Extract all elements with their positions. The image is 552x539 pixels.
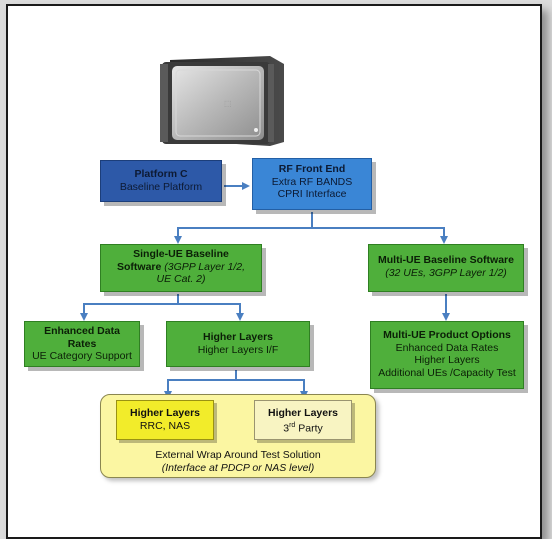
connector-lines	[80, 182, 450, 399]
multi-ue-options-line3: Additional UEs /Capacity Test	[378, 366, 516, 379]
multi-ue-options-box: Multi-UE Product Options Enhanced Data R…	[370, 321, 524, 389]
svg-text:⬚: ⬚	[224, 99, 232, 108]
hardware-chassis-icon: ⬚	[160, 56, 284, 146]
multi-ue-options-line2: Higher Layers	[414, 354, 480, 366]
hl-3rd-title: Higher Layers	[267, 407, 339, 419]
rf-front-end-line2: CPRI Interface	[277, 188, 347, 200]
higher-layers-box: Higher Layers Higher Layers I/F	[166, 321, 310, 367]
multi-ue-options-line1: Enhanced Data Rates	[395, 341, 499, 354]
multi-ue-baseline-box: Multi-UE Baseline Software (32 UEs, 3GPP…	[368, 244, 524, 292]
higher-layers-line: Higher Layers I/F	[197, 343, 279, 356]
higher-layers-title: Higher Layers	[202, 331, 274, 343]
arrow-rf-to-multi-ue	[312, 227, 448, 244]
single-ue-baseline-box: Single-UE Baseline Software (3GPP Layer …	[100, 244, 262, 292]
enhanced-title-line1: Enhanced Data	[44, 325, 120, 337]
single-ue-note-line1: (3GPP Layer 1/2,	[164, 260, 245, 273]
arrow-rf-to-single-ue	[174, 212, 313, 244]
arrow-single-to-higher	[178, 303, 244, 321]
diagram-frame: ⬚ Platform C Baseline Platform RF Front …	[6, 4, 542, 539]
hl-rrc-line: RRC, NAS	[139, 419, 191, 432]
single-ue-title-line2: Software	[117, 260, 162, 273]
platform-c-box: Platform C Baseline Platform	[100, 160, 222, 202]
multi-ue-note: (32 UEs, 3GPP Layer 1/2)	[385, 266, 507, 279]
rf-front-end-line1: Extra RF BANDS	[271, 175, 353, 188]
higher-layers-3rd-party-box: Higher Layers 3rd Party	[254, 400, 352, 440]
hl-rrc-title: Higher Layers	[129, 407, 201, 419]
external-line1: External Wrap Around Test Solution	[155, 449, 321, 461]
rf-front-end-title: RF Front End	[278, 163, 346, 175]
single-ue-note-line2: UE Cat. 2)	[156, 273, 206, 285]
enhanced-line: UE Category Support	[32, 350, 132, 362]
platform-c-title: Platform C	[134, 168, 188, 180]
arrow-higher-to-3rd	[236, 379, 308, 399]
arrow-single-to-enhanced	[80, 294, 179, 321]
hl-3rd-sup: rd	[289, 421, 296, 429]
platform-c-subtitle: Baseline Platform	[119, 180, 203, 193]
enhanced-data-rates-box: Enhanced Data Rates UE Category Support	[24, 321, 140, 367]
multi-ue-title: Multi-UE Baseline Software	[378, 254, 514, 266]
hl-3rd-line: 3rd Party	[255, 420, 351, 435]
hl-3rd-pre: 3	[283, 422, 290, 434]
multi-ue-options-title: Multi-UE Product Options	[383, 329, 511, 341]
hl-3rd-post: Party	[295, 422, 323, 434]
arrow-higher-to-rrc	[164, 370, 237, 399]
single-ue-title-line1: Single-UE Baseline	[133, 248, 229, 260]
higher-layers-rrc-nas-box: Higher Layers RRC, NAS	[116, 400, 214, 440]
enhanced-title-line2: Rates	[67, 337, 97, 350]
external-line2: (Interface at PDCP or NAS level)	[161, 461, 315, 474]
rf-front-end-box: RF Front End Extra RF BANDS CPRI Interfa…	[252, 158, 372, 210]
